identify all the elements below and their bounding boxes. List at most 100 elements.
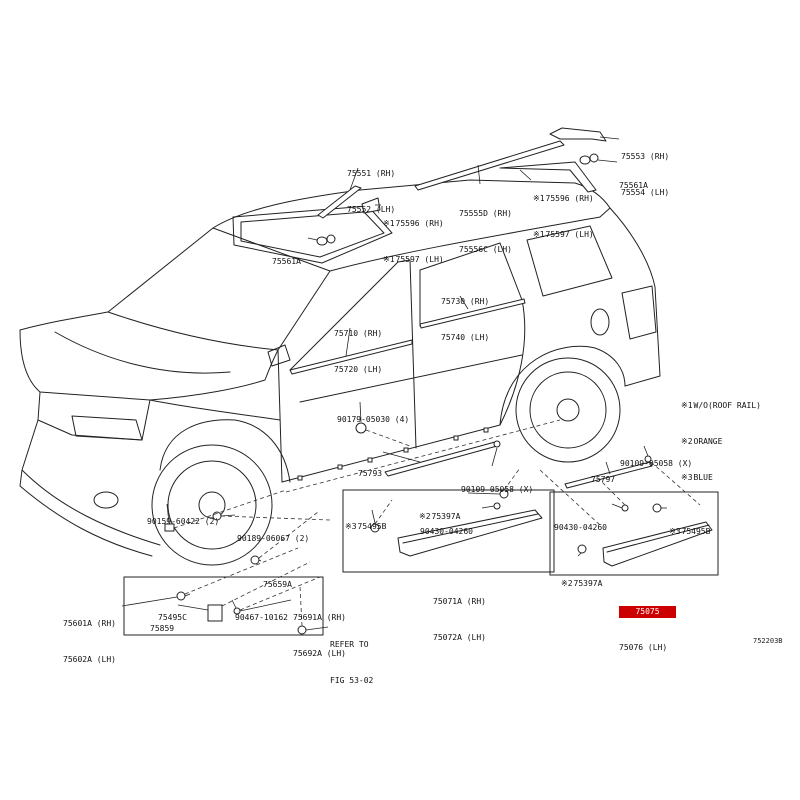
part-number[interactable]: 75730 (RH): [441, 297, 490, 306]
part-number[interactable]: 75597 (LH): [545, 230, 594, 239]
roof-molding-center: [414, 140, 565, 191]
note-text: W/O(ROOF RAIL): [693, 401, 761, 410]
clip-icon: [589, 153, 599, 163]
part-number[interactable]: 75397A: [573, 579, 603, 588]
part-number[interactable]: 90430-04260: [420, 527, 473, 536]
reference-text[interactable]: REFER TO: [330, 640, 369, 649]
rocker-molding-75075: [602, 521, 713, 567]
callout-75797[interactable]: 75797: [591, 450, 615, 498]
reference-text[interactable]: FIG 53-02: [330, 676, 374, 685]
part-number[interactable]: 75793: [358, 469, 383, 478]
part-number[interactable]: 75553 (RH): [621, 152, 670, 161]
callout-75495b-box1[interactable]: ※375495B: [345, 497, 386, 545]
callout-75596-rear[interactable]: ※175596 (RH) ※175597 (LH): [533, 169, 594, 253]
callout-refer-to-fig[interactable]: REFER TO FIG 53-02: [330, 615, 373, 699]
part-number[interactable]: 75556C (LH): [459, 245, 512, 254]
figure-code: 752203B: [753, 637, 783, 645]
callout-90189-06067[interactable]: 90189-06067 (2): [237, 509, 309, 557]
part-number[interactable]: 75071A (RH): [433, 597, 486, 606]
note-item: ※3BLUE: [681, 472, 761, 484]
part-number[interactable]: 90179-05030 (4): [337, 415, 410, 424]
front-rim: [167, 460, 257, 550]
part-number[interactable]: 90430-04260: [554, 523, 607, 532]
part-number-highlighted[interactable]: 75075: [619, 606, 676, 618]
note-mark: ※1: [533, 230, 545, 239]
note-mark: ※1: [383, 219, 395, 228]
rear-hub: [556, 398, 580, 422]
callout-75555d[interactable]: 75555D (RH) 75556C (LH): [459, 184, 512, 268]
callout-75561a-front[interactable]: 75561A: [272, 232, 301, 280]
callout-75397a-box1[interactable]: ※275397A: [419, 487, 460, 535]
callout-75071a[interactable]: 75071A (RH) 75072A (LH): [433, 572, 486, 656]
front-hub: [198, 491, 226, 519]
part-number[interactable]: 75555D (RH): [459, 209, 512, 218]
bolt-icon: [164, 523, 175, 532]
roof-rail-cover-rear: [499, 161, 597, 193]
part-number[interactable]: 90189-06067 (2): [237, 534, 310, 543]
part-number[interactable]: 75710 (RH): [334, 329, 383, 338]
part-number[interactable]: 75561A: [619, 181, 648, 190]
callout-75397a-box2[interactable]: ※275397A: [561, 554, 602, 602]
part-number[interactable]: 75659A: [263, 580, 292, 589]
part-number[interactable]: 75692A (LH): [293, 649, 346, 658]
headlight: [71, 415, 143, 441]
callout-75075[interactable]: 75075 75076 (LH): [619, 582, 676, 666]
part-number[interactable]: 75859: [150, 624, 175, 633]
front-bumper: [19, 419, 161, 557]
part-number[interactable]: 90159-60422 (2): [147, 517, 220, 526]
part-number[interactable]: 75561A: [272, 257, 301, 266]
part-number[interactable]: 90109-05058 (X): [461, 485, 534, 494]
sunroof: [232, 205, 393, 264]
part-number[interactable]: 75720 (LH): [334, 365, 383, 374]
callout-75561a-rear[interactable]: 75561A: [619, 156, 648, 204]
part-number[interactable]: 90467-10162: [235, 613, 288, 622]
callout-75859[interactable]: 75859: [150, 599, 174, 647]
callout-90179-05030[interactable]: 90179-05030 (4): [337, 390, 409, 438]
part-number[interactable]: 75597 (LH): [395, 255, 444, 264]
callout-75691a[interactable]: 75691A (RH) 75692A (LH): [293, 588, 346, 672]
callout-75601a[interactable]: 75601A (RH) 75602A (LH): [63, 594, 116, 678]
callout-75710[interactable]: 75710 (RH) 75720 (LH): [334, 304, 382, 388]
part-number[interactable]: 75495C: [158, 613, 187, 622]
roof-molding-rear: [549, 127, 607, 142]
fuel-door: [590, 308, 610, 336]
callout-75495b-box2[interactable]: ※375495B: [669, 502, 710, 550]
part-number[interactable]: 90109-05058 (X): [620, 459, 693, 468]
callout-75551[interactable]: 75551 (RH) 75552 (LH): [347, 144, 395, 228]
part-number[interactable]: 75552 (LH): [347, 205, 396, 214]
note-mark: ※3: [669, 527, 681, 536]
rear-tire: [515, 357, 621, 463]
part-number[interactable]: 75596 (RH): [395, 219, 444, 228]
callout-90109-05058-rear[interactable]: 90109-05058 (X): [620, 434, 692, 482]
bracket-icon: [207, 604, 223, 622]
callout-75730[interactable]: 75730 (RH) 75740 (LH): [441, 272, 489, 356]
part-number[interactable]: 75495B: [357, 522, 387, 531]
callout-90159-60422[interactable]: 90159-60422 (2): [147, 492, 219, 540]
part-number[interactable]: 75495B: [681, 527, 711, 536]
front-wheel-arch: [159, 419, 291, 483]
callout-90430-04260-box1[interactable]: 90430-04260: [420, 502, 473, 550]
part-number[interactable]: 75551 (RH): [347, 169, 396, 178]
part-number[interactable]: 75602A (LH): [63, 655, 116, 664]
part-number[interactable]: 75076 (LH): [619, 643, 668, 652]
callout-90430-04260-box2[interactable]: 90430-04260: [554, 498, 607, 546]
callout-90467-10162[interactable]: 90467-10162: [235, 588, 288, 636]
part-number[interactable]: 75601A (RH): [63, 619, 116, 628]
callout-75793[interactable]: 75793: [358, 444, 382, 492]
sunroof-inner: [240, 211, 385, 258]
clip-icon: [250, 555, 260, 565]
quarter-window: [526, 225, 613, 297]
callout-75553[interactable]: 75553 (RH) 75554 (LH): [621, 127, 669, 211]
rear-end: [609, 207, 661, 387]
callout-75596-front[interactable]: ※175596 (RH) ※175597 (LH): [383, 194, 444, 278]
part-number[interactable]: 75596 (RH): [545, 194, 594, 203]
part-number[interactable]: 75397A: [431, 512, 461, 521]
part-number[interactable]: 75691A (RH): [293, 613, 346, 622]
part-number[interactable]: 75554 (LH): [621, 188, 670, 197]
callout-75659a[interactable]: 75659A: [263, 555, 292, 603]
callout-75495c[interactable]: 75495C: [158, 588, 187, 636]
part-number[interactable]: 75072A (LH): [433, 633, 486, 642]
callout-90109-05058-mid[interactable]: 90109-05058 (X): [461, 460, 533, 508]
part-number[interactable]: 75797: [591, 475, 616, 484]
part-number[interactable]: 75740 (LH): [441, 333, 490, 342]
